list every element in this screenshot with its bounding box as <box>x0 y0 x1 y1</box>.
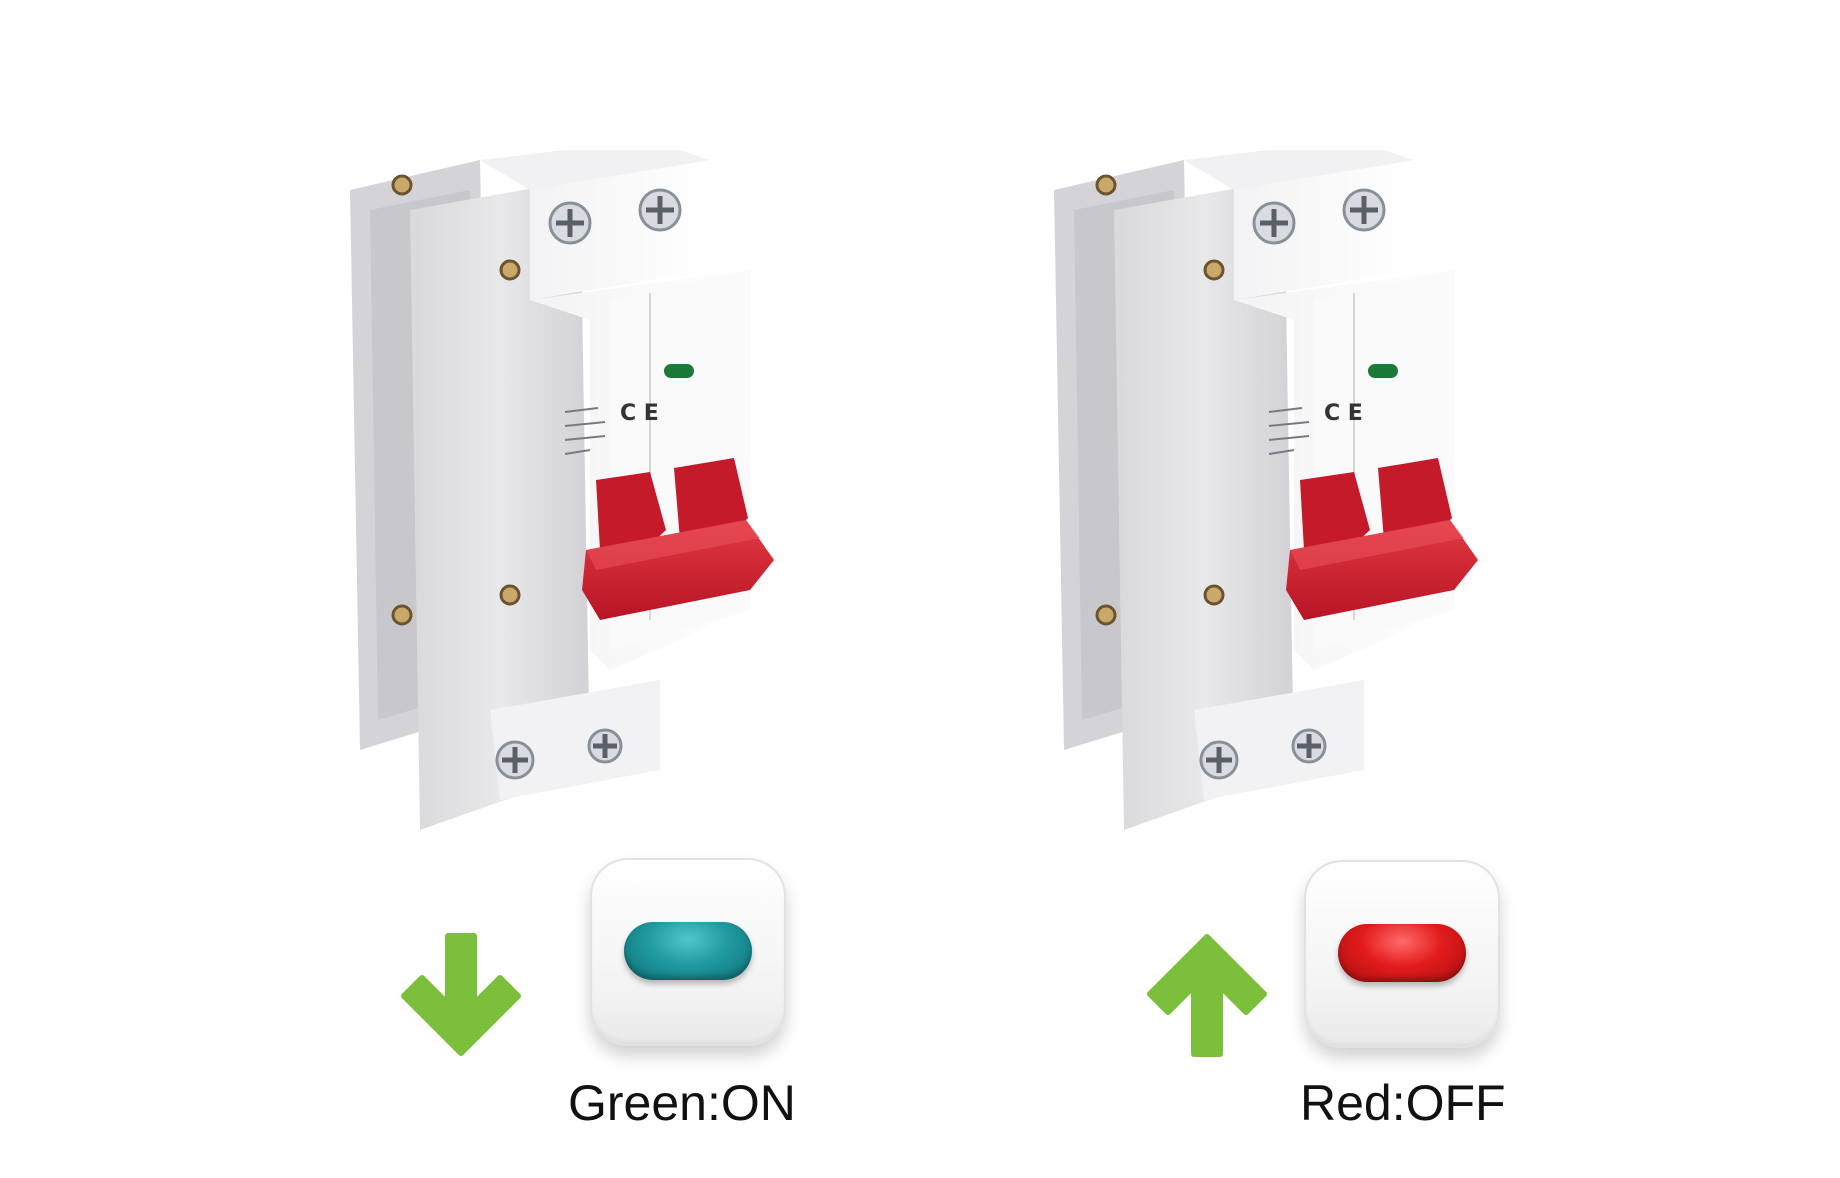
circuit-breaker-right: C E <box>1054 150 1614 830</box>
on-state-label: Green:ON <box>568 1075 796 1131</box>
svg-text:C E: C E <box>1324 401 1363 426</box>
svg-text:C E: C E <box>620 401 659 426</box>
circuit-breaker-illustration: C E <box>1054 150 1478 830</box>
on-indicator-tile <box>590 858 786 1046</box>
off-state-label: Red:OFF <box>1300 1075 1506 1131</box>
off-indicator-tile <box>1304 860 1500 1048</box>
arrow-down-icon <box>396 930 526 1060</box>
arrow-up-icon <box>1142 930 1272 1060</box>
red-indicator-light <box>1338 924 1466 982</box>
green-indicator-light <box>624 922 752 980</box>
circuit-breaker-left: C E <box>350 150 910 830</box>
circuit-breaker-illustration: C E <box>350 150 774 830</box>
